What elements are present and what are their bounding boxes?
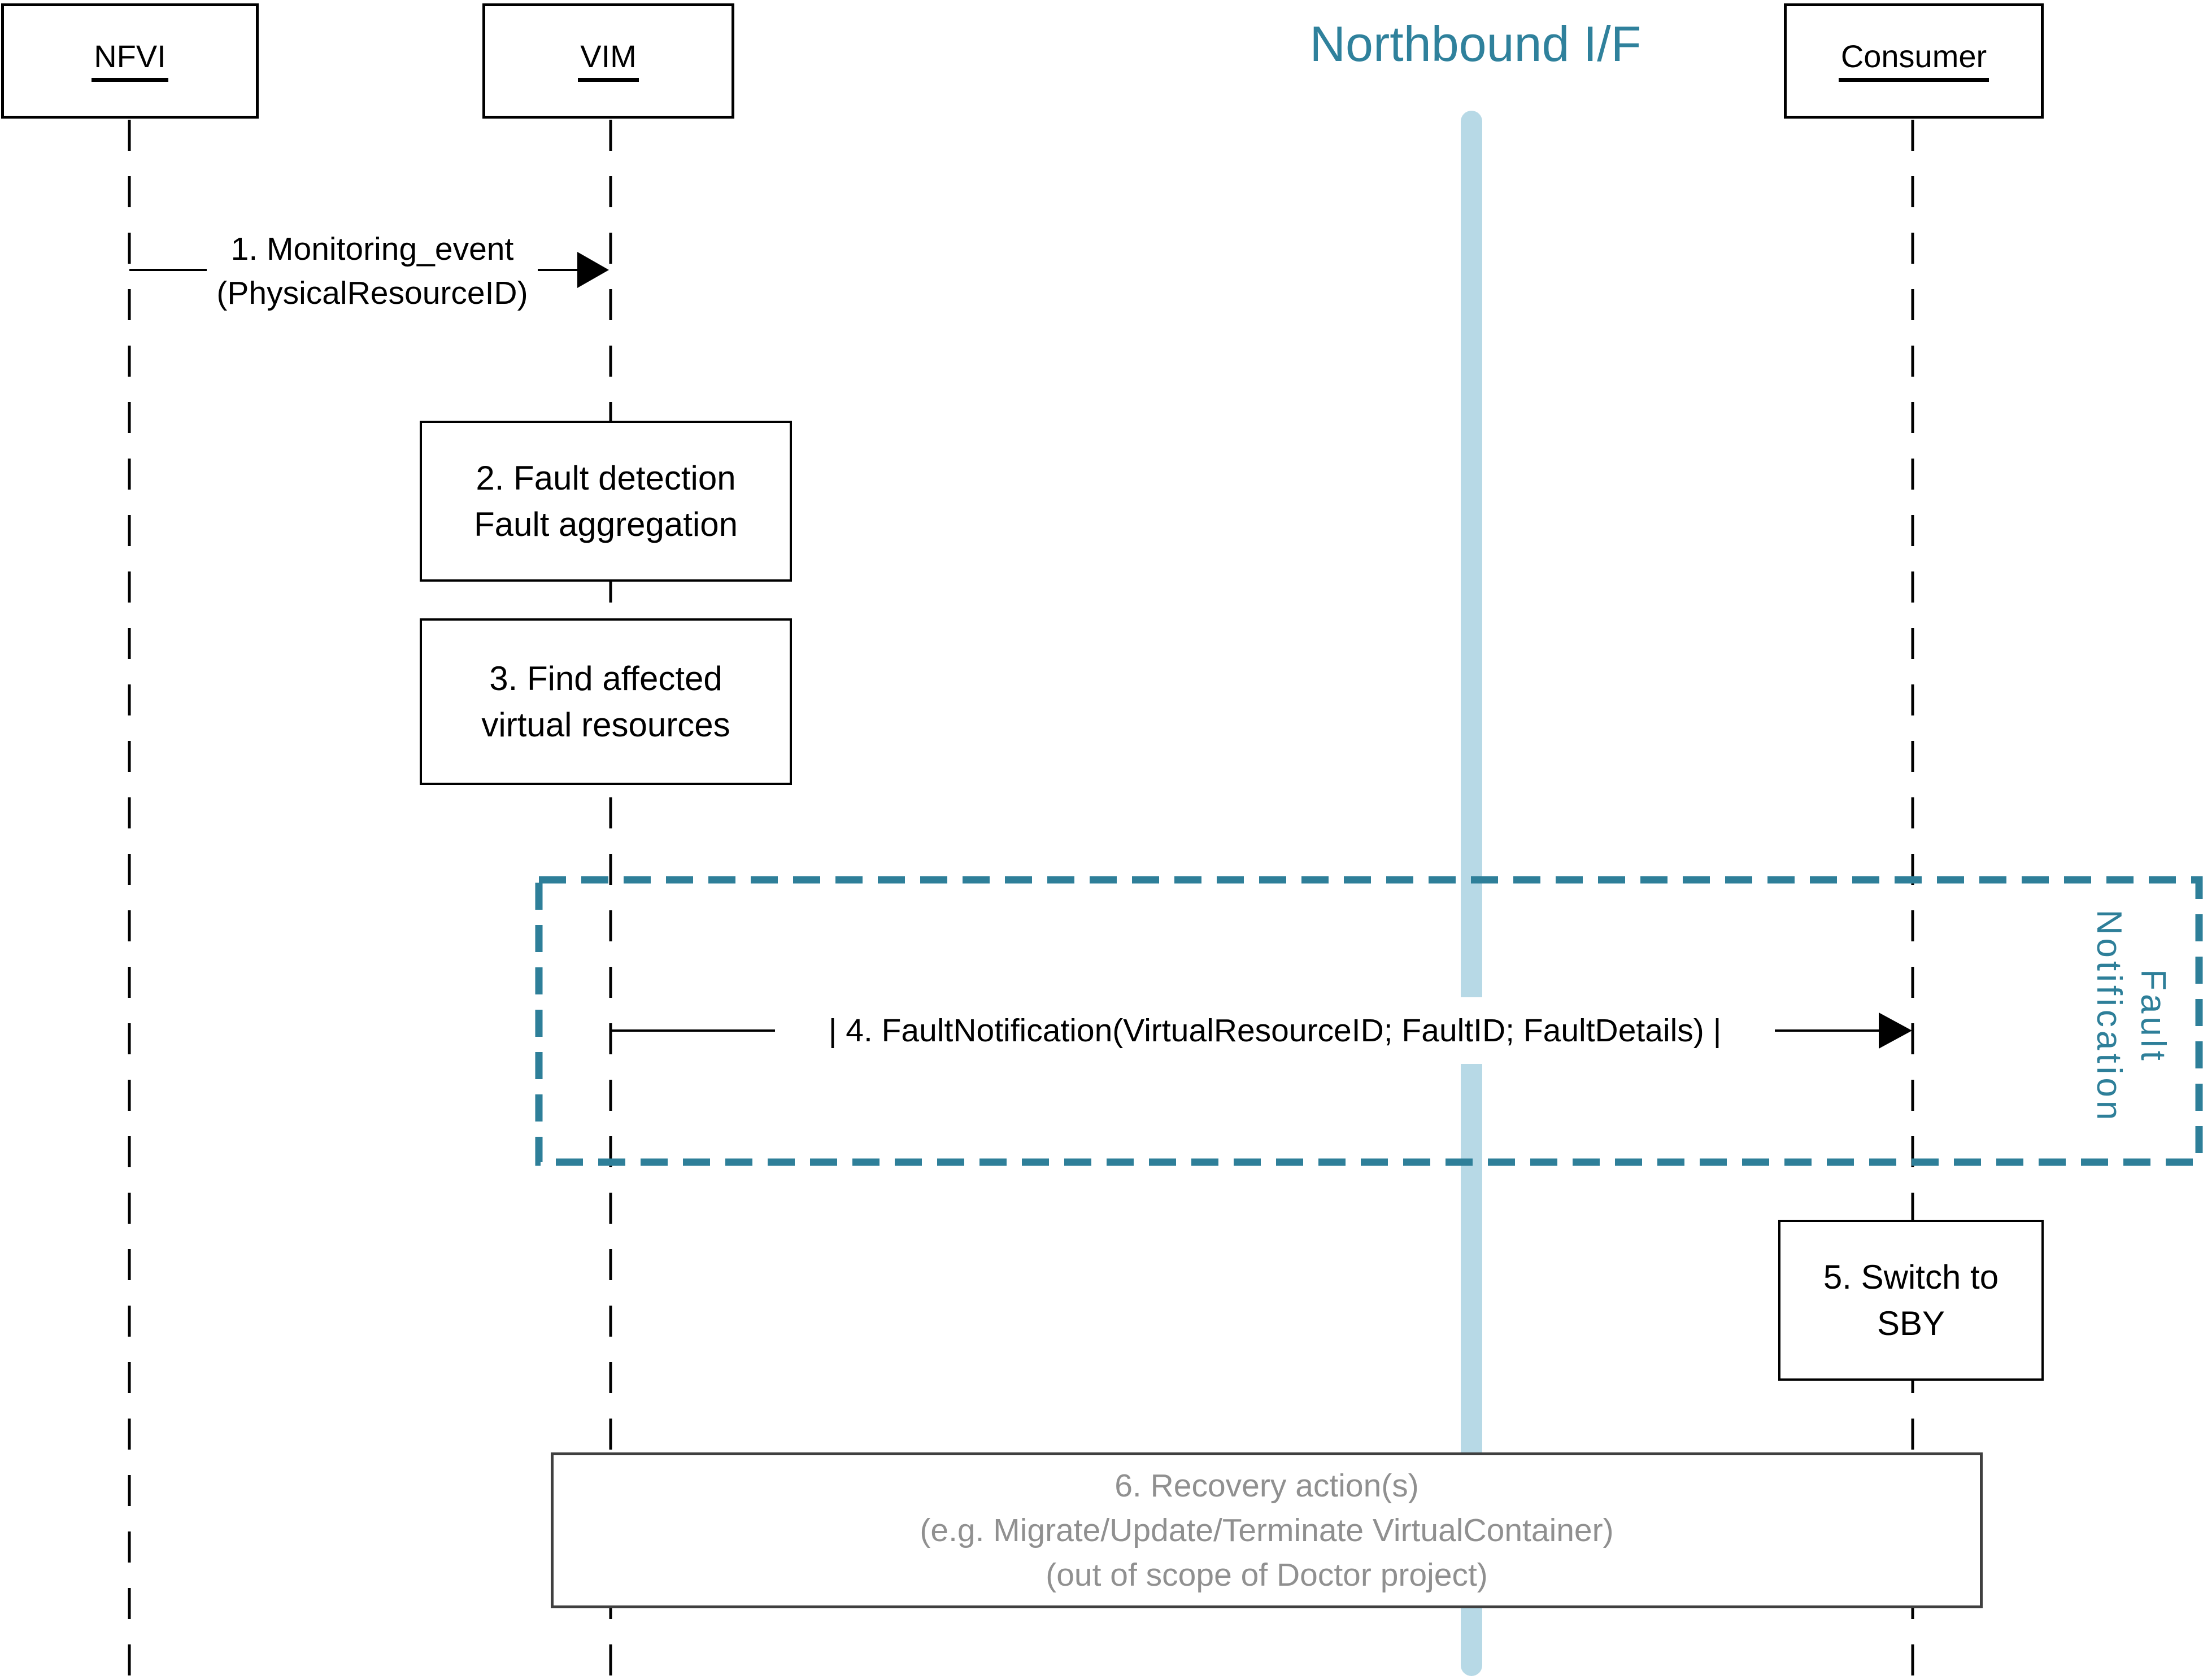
- activity6-line2: (e.g. Migrate/Update/Terminate VirtualCo…: [920, 1512, 1614, 1548]
- actor-box-vim: VIM: [482, 3, 734, 119]
- northbound-interface-title: Northbound I/F: [1309, 16, 1642, 72]
- message4-label: | 4. FaultNotification(VirtualResourceID…: [775, 997, 1775, 1064]
- activity5-line2: SBY: [1877, 1304, 1945, 1342]
- activity-box-switch-to-sby: 5. Switch to SBY: [1778, 1220, 2044, 1381]
- actor-box-consumer: Consumer: [1784, 3, 2044, 119]
- frame-label-line2: Notification: [2089, 909, 2128, 1124]
- message1-arrowhead-icon: [577, 252, 609, 288]
- activity3-line1: 3. Find affected: [489, 659, 722, 697]
- frame-label-line1: Fault: [2134, 969, 2172, 1064]
- activity-box-fault-detection: 2. Fault detection Fault aggregation: [420, 421, 792, 582]
- actor-label-consumer: Consumer: [1838, 40, 1989, 82]
- actor-label-vim: VIM: [578, 40, 639, 82]
- activity-box-find-affected: 3. Find affected virtual resources: [420, 618, 792, 785]
- message4-arrowhead-icon: [1879, 1013, 1912, 1049]
- message1-label-line2: (PhysicalResourceID): [216, 275, 528, 311]
- activity3-line2: virtual resources: [481, 705, 730, 744]
- northbound-interface-bar: [1461, 111, 1482, 1676]
- activity-box-recovery-action: 6. Recovery action(s) (e.g. Migrate/Upda…: [551, 1452, 1983, 1608]
- message1-label: 1. Monitoring_event (PhysicalResourceID): [207, 224, 538, 318]
- actor-box-nfvi: NFVI: [1, 3, 259, 119]
- activity2-line2: Fault aggregation: [474, 505, 738, 543]
- activity5-line1: 5. Switch to: [1823, 1258, 1999, 1296]
- fault-notification-frame-label: Fault Notification: [2087, 910, 2175, 1124]
- activity6-line3: (out of scope of Doctor project): [1046, 1556, 1488, 1593]
- actor-label-nfvi: NFVI: [92, 40, 168, 82]
- activity6-line1: 6. Recovery action(s): [1114, 1467, 1419, 1504]
- message1-label-line1: 1. Monitoring_event: [230, 231, 514, 267]
- activity2-line1: 2. Fault detection: [476, 459, 736, 497]
